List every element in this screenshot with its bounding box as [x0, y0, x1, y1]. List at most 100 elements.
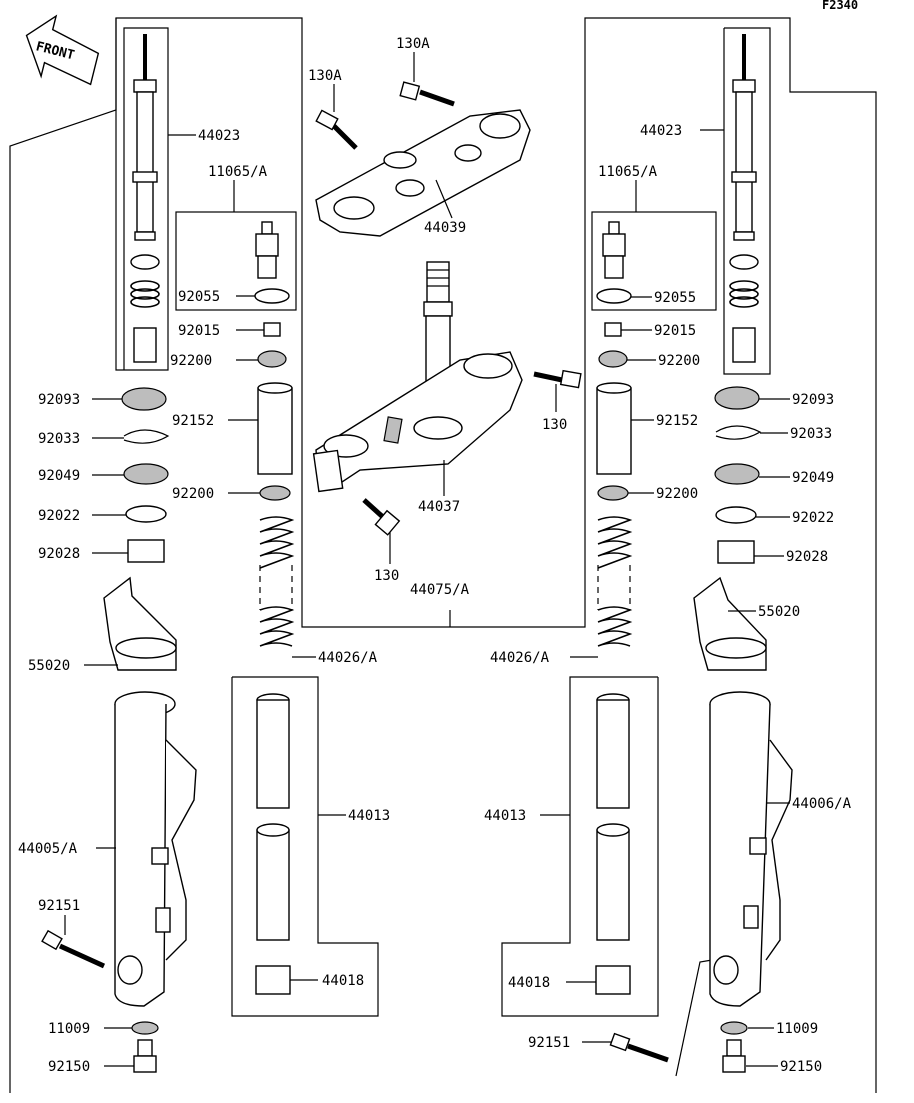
label-L-92093: 92093 [38, 392, 80, 408]
label-130A-a: 130A [308, 68, 342, 84]
label-R-55020: 55020 [758, 604, 800, 620]
fork-protector-55020-right [693, 576, 767, 671]
label-R-92151: 92151 [528, 1035, 570, 1051]
label-L-92200a: 92200 [170, 353, 212, 369]
damper-rod-left [132, 34, 158, 241]
fork-protector-55020-left [103, 576, 177, 671]
o-ring-92055-right [596, 288, 632, 304]
dust-seal-92093-left [121, 387, 167, 411]
label-R-92200a: 92200 [658, 353, 700, 369]
outer-tube-44006A [709, 691, 793, 1007]
label-R-92055: 92055 [654, 290, 696, 306]
label-L-44018: 44018 [322, 973, 364, 989]
label-L-92200b: 92200 [172, 486, 214, 502]
clip-92033-left [123, 429, 170, 444]
label-L-92028: 92028 [38, 546, 80, 562]
fork-spring-left [259, 516, 295, 647]
bolt-130-lower [362, 498, 401, 536]
bushing-44018-right [595, 965, 631, 995]
fork-spring-right [597, 516, 633, 647]
label-L-44013: 44013 [348, 808, 390, 824]
label-L-44023: 44023 [198, 128, 240, 144]
washer-92022-right [715, 506, 757, 524]
small-spring-left [130, 280, 160, 308]
washer-92200-left-b [259, 485, 291, 501]
outer-tube-44005A [114, 691, 197, 1007]
cylinder-base-right [732, 327, 756, 363]
washer-92200-left-a [257, 350, 287, 368]
drain-bolt-92150-left [133, 1039, 157, 1073]
label-44037: 44037 [418, 499, 460, 515]
label-130A-b: 130A [396, 36, 430, 52]
bushing-92028-left [127, 539, 165, 563]
bushing-44018-left [255, 965, 291, 995]
bolt-130-right [533, 369, 582, 389]
label-L-92150: 92150 [48, 1059, 90, 1075]
label-R-92049: 92049 [792, 470, 834, 486]
label-L-92033: 92033 [38, 431, 80, 447]
label-R-11009: 11009 [776, 1021, 818, 1037]
leader-lines [64, 129, 790, 1067]
label-R-44023: 44023 [640, 123, 682, 139]
spacer-92152-right [596, 387, 632, 475]
cylinder-base-left [133, 327, 157, 363]
label-L-44026A: 44026/A [318, 650, 378, 666]
washer-11009-right [720, 1021, 748, 1035]
washer-92200-right-b [597, 485, 629, 501]
valve-ring-right [729, 254, 759, 270]
small-spring-right [729, 280, 759, 308]
nut-92015-left [263, 322, 281, 337]
label-R-92028: 92028 [786, 549, 828, 565]
label-130-b: 130 [374, 568, 399, 584]
damper-rod-right [731, 34, 757, 241]
label-L-92055: 92055 [178, 289, 220, 305]
oil-seal-92049-left [123, 463, 169, 485]
label-R-92015: 92015 [654, 323, 696, 339]
assembly-frames [9, 17, 877, 1093]
label-44075A: 44075/A [410, 582, 470, 598]
label-L-44005A: 44005/A [18, 841, 78, 857]
label-L-92015: 92015 [178, 323, 220, 339]
figure-id: F2340 [822, 0, 858, 12]
drain-bolt-92150-right [722, 1039, 746, 1073]
bolt-92151-right [609, 1032, 669, 1063]
washer-92200-right-a [598, 350, 628, 368]
label-44039: 44039 [424, 220, 466, 236]
dust-seal-92093-right [714, 386, 760, 410]
lower-bracket [312, 351, 523, 493]
washer-92022-left [125, 505, 167, 523]
inner-tube-44013-left [256, 693, 290, 941]
label-R-44013: 44013 [484, 808, 526, 824]
label-R-92022: 92022 [792, 510, 834, 526]
label-R-92150: 92150 [780, 1059, 822, 1075]
nut-92015-right [604, 322, 622, 337]
label-R-92152: 92152 [656, 413, 698, 429]
washer-11009-left [131, 1021, 159, 1035]
label-R-44018: 44018 [508, 975, 550, 991]
bushing-92028-right [717, 540, 755, 564]
label-R-92033: 92033 [790, 426, 832, 442]
valve-ring-left [130, 254, 160, 270]
bolt-130A-left [315, 109, 358, 150]
cartridge-valve-left [255, 221, 279, 279]
o-ring-92055-left [254, 288, 290, 304]
label-L-11009: 11009 [48, 1021, 90, 1037]
clip-92033-right [715, 425, 762, 440]
spacer-92152-left [257, 387, 293, 475]
oil-seal-92049-right [714, 463, 760, 485]
label-130-a: 130 [542, 417, 567, 433]
bolt-130A-right [399, 81, 455, 107]
label-R-11065A: 11065/A [598, 164, 658, 180]
label-L-92022: 92022 [38, 508, 80, 524]
label-R-44006A: 44006/A [792, 796, 852, 812]
part-labels: 130A 130A 44039 44037 130 130 44075/A 44… [18, 36, 852, 1075]
label-L-92152: 92152 [172, 413, 214, 429]
label-L-55020: 55020 [28, 658, 70, 674]
label-L-92049: 92049 [38, 468, 80, 484]
bolt-92151-left [41, 929, 106, 969]
label-L-11065A: 11065/A [208, 164, 268, 180]
label-R-44026A: 44026/A [490, 650, 550, 666]
front-arrow-icon: FRONT [25, 14, 100, 86]
top-bracket [315, 109, 531, 237]
